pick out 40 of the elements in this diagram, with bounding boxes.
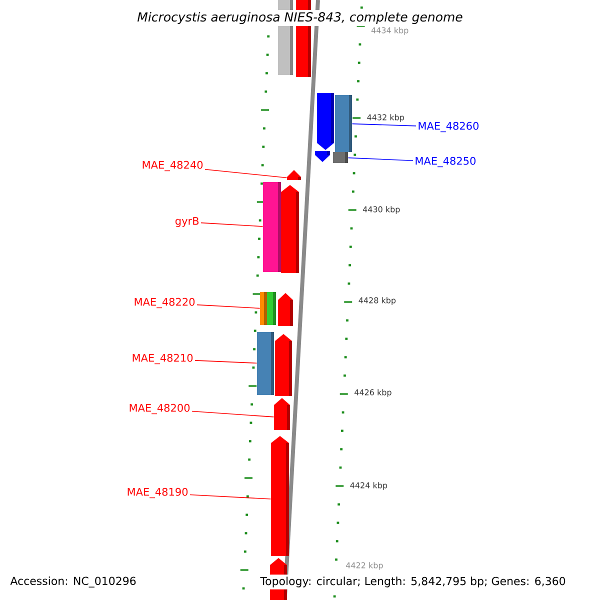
scale-label: 4428 kbp — [358, 297, 396, 305]
info-text: Accession: NC_010296 — [9, 574, 138, 590]
scale-label: 4422 kbp — [346, 562, 383, 570]
info-text: Topology: circular; Length: 5,842,795 bp; Genes: 6,360 — [259, 574, 567, 590]
gene-label: MAE_48250 — [416, 156, 476, 168]
gene-feature-bar — [257, 332, 274, 395]
leader-line — [190, 494, 272, 500]
leader-line — [352, 123, 416, 126]
leader-line — [348, 157, 414, 162]
leader-line — [196, 304, 260, 309]
gene-feature — [274, 398, 290, 430]
scale-label: 4424 kbp — [350, 482, 388, 490]
gene-label: MAE_48190 — [128, 488, 188, 498]
gene-feature-bar — [267, 292, 276, 325]
gene-feature-bar — [263, 182, 281, 272]
gene-label: MAE_48220 — [134, 298, 195, 308]
leader-line — [194, 360, 258, 364]
leader-line — [192, 410, 274, 418]
gene-feature-bar — [333, 152, 348, 163]
leader-line — [204, 168, 288, 178]
scale-label: 4426 kbp — [354, 389, 392, 397]
gene-feature-bar — [260, 292, 267, 325]
gene-feature — [278, 293, 293, 326]
gene-label: MAE_48210 — [132, 354, 193, 364]
gene-feature — [271, 436, 289, 556]
gene-feature — [287, 170, 301, 180]
gene-feature — [281, 185, 299, 273]
gene-label: MAE_48260 — [418, 122, 479, 132]
scale-label: 4432 kbp — [367, 114, 404, 122]
gene-feature — [275, 334, 292, 396]
gene-label: MAE_48240 — [142, 160, 203, 172]
gene-feature — [317, 93, 334, 150]
gene-label: MAE_48200 — [130, 404, 190, 414]
scale-label: 4430 kbp — [362, 206, 400, 214]
gene-label: gyrB — [175, 217, 199, 227]
scale-label: 4434 kbp — [371, 27, 408, 35]
gene-feature — [315, 151, 330, 162]
gene-feature-bar — [335, 95, 352, 152]
title: Microcystis aeruginosa NIES-843, complete genome — [135, 10, 465, 26]
leader-line — [200, 222, 264, 227]
